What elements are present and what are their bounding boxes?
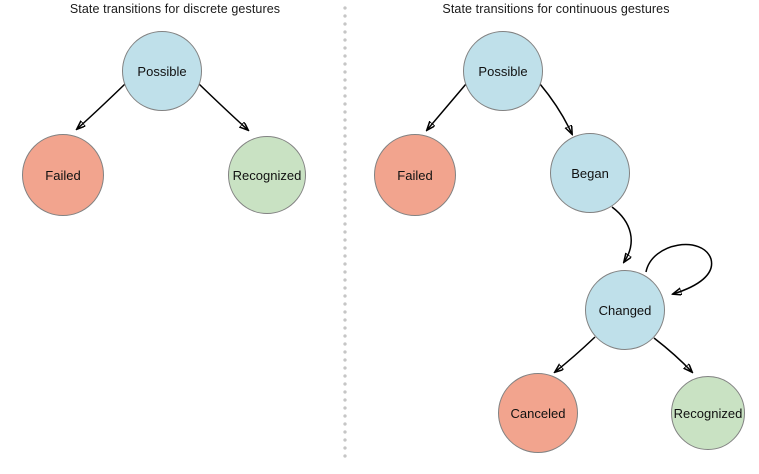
state-node-label: Possible	[478, 63, 528, 79]
discrete-gestures-diagram: State transitions for discrete gestures	[0, 0, 344, 474]
state-node-recognized-discrete: Recognized	[228, 136, 306, 214]
state-node-label: Possible	[137, 63, 187, 79]
state-node-failed-discrete: Failed	[22, 134, 104, 216]
edge-continuous-possible-began	[539, 83, 572, 134]
state-node-label: Canceled	[510, 405, 566, 421]
dotted-divider	[343, 4, 347, 462]
state-node-label: Began	[571, 165, 609, 181]
state-node-changed: Changed	[585, 270, 665, 350]
state-node-recognized-continuous: Recognized	[671, 376, 745, 450]
state-node-began: Began	[550, 133, 630, 213]
state-node-label: Changed	[598, 302, 652, 318]
edge-discrete-possible-failed	[77, 83, 126, 129]
state-node-canceled: Canceled	[498, 373, 578, 453]
continuous-gestures-diagram: State transitions for continuous gesture…	[348, 0, 759, 474]
state-node-label: Recognized	[232, 167, 302, 183]
edge-continuous-began-changed	[611, 206, 632, 262]
edge-discrete-possible-recognized	[198, 83, 248, 130]
edge-continuous-changed-self-loop	[645, 243, 713, 294]
state-node-possible-discrete: Possible	[122, 31, 202, 111]
state-node-label: Failed	[45, 167, 81, 183]
state-node-possible-continuous: Possible	[463, 31, 543, 111]
diagram-title-discrete: State transitions for discrete gestures	[69, 2, 281, 16]
state-node-label: Failed	[397, 167, 433, 183]
edge-continuous-possible-failed	[427, 83, 467, 130]
edge-continuous-changed-recognized	[653, 337, 692, 372]
diagram-title-continuous: State transitions for continuous gesture…	[442, 2, 670, 16]
state-node-failed-continuous: Failed	[374, 134, 456, 216]
state-node-label: Recognized	[673, 405, 743, 421]
edge-continuous-changed-canceled	[555, 336, 596, 372]
